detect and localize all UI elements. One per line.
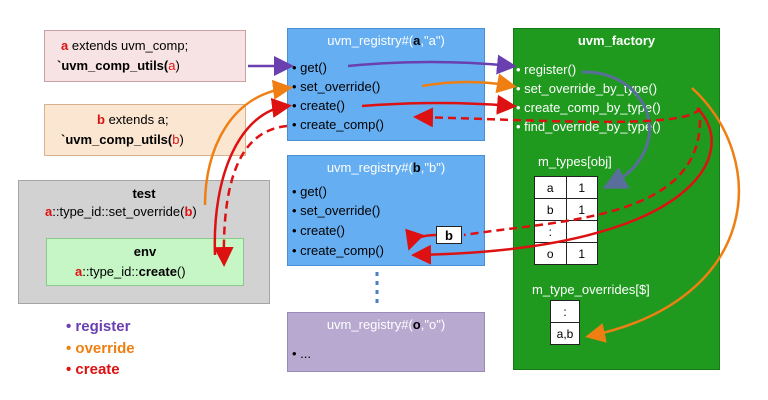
create-arrow-registry-to-factory (361, 94, 517, 115)
registry-a-title: uvm_registry#(a,"a") (327, 33, 445, 48)
legend-override: • override (66, 340, 135, 357)
registry-o: uvm_registry#(o,"o") • ... (287, 312, 485, 372)
test-title: test (132, 186, 156, 201)
registry-a-create-comp: • create_comp() (292, 117, 384, 132)
created-object-b-tag: b (436, 226, 462, 244)
factory-register: • register() (516, 62, 577, 77)
registry-b-create: • create() (292, 223, 345, 238)
registry-b-get: • get() (292, 184, 327, 199)
table-cell: a,b (550, 322, 580, 345)
class-b-extends-line: b extends a; (97, 112, 169, 127)
register-arrow-registry-to-factory (347, 54, 517, 75)
m-type-overrides-label: m_type_overrides[$] (532, 282, 650, 297)
factory-create-comp-by-type: • create_comp_by_type() (516, 100, 661, 115)
registry-b-create-comp: • create_comp() (292, 243, 384, 258)
create-return-arrow-factory-to-registry (413, 107, 702, 128)
class-b-utils-line: `uvm_comp_utils(b) (61, 132, 184, 147)
class-b-declaration: b extends a; `uvm_comp_utils(b) (44, 104, 246, 156)
registry-a-get: • get() (292, 60, 327, 75)
override-arrow-test-to-registry (203, 79, 293, 206)
table-row: a,b (550, 322, 580, 345)
registry-a-set-override: • set_override() (292, 79, 381, 94)
test-set-override-call: a::type_id::set_override(b) (45, 204, 197, 219)
m-type-overrides-table: : a,b (550, 300, 580, 345)
env-create-call: a::type_id::create() (75, 264, 186, 279)
class-a-declaration: a extends uvm_comp; `uvm_comp_utils(a) (44, 30, 246, 82)
register-arrow-factory-to-types (581, 70, 651, 189)
class-a-extends-line: a extends uvm_comp; (61, 38, 189, 53)
create-return-arrow-b-to-registry (463, 119, 702, 237)
factory-set-override-by-type: • set_override_by_type() (516, 81, 658, 96)
legend-register: • register (66, 318, 131, 335)
create-arrow-b-tag-to-create (405, 228, 437, 251)
registry-b-set-override: • set_override() (292, 203, 381, 218)
env-component: env a::type_id::create() (46, 238, 244, 286)
registry-b: uvm_registry#(b,"b") • get() • set_overr… (287, 155, 485, 266)
create-return-arrow-registry-to-env (213, 124, 288, 267)
class-a-utils-line: `uvm_comp_utils(a) (57, 58, 180, 73)
create-arrow-env-to-registry (213, 98, 292, 256)
m-types-label: m_types[obj] (538, 154, 612, 169)
env-title: env (133, 244, 157, 259)
registry-b-title: uvm_registry#(b,"b") (326, 160, 446, 175)
uvm-factory: uvm_factory • register() • set_override_… (513, 28, 720, 370)
registry-o-ellipsis: • ... (292, 346, 311, 361)
legend-create: • create (66, 361, 120, 378)
table-cell: 1 (565, 242, 598, 265)
override-arrow-registry-to-factory (421, 73, 517, 94)
create-arrow-factory-lookup (411, 107, 713, 265)
registry-a-create: • create() (292, 98, 345, 113)
registry-a: uvm_registry#(a,"a") • get() • set_overr… (287, 28, 485, 141)
registry-o-title: uvm_registry#(o,"o") (326, 317, 446, 332)
override-arrow-factory-to-overrides (585, 87, 741, 343)
factory-title: uvm_factory (577, 33, 656, 48)
